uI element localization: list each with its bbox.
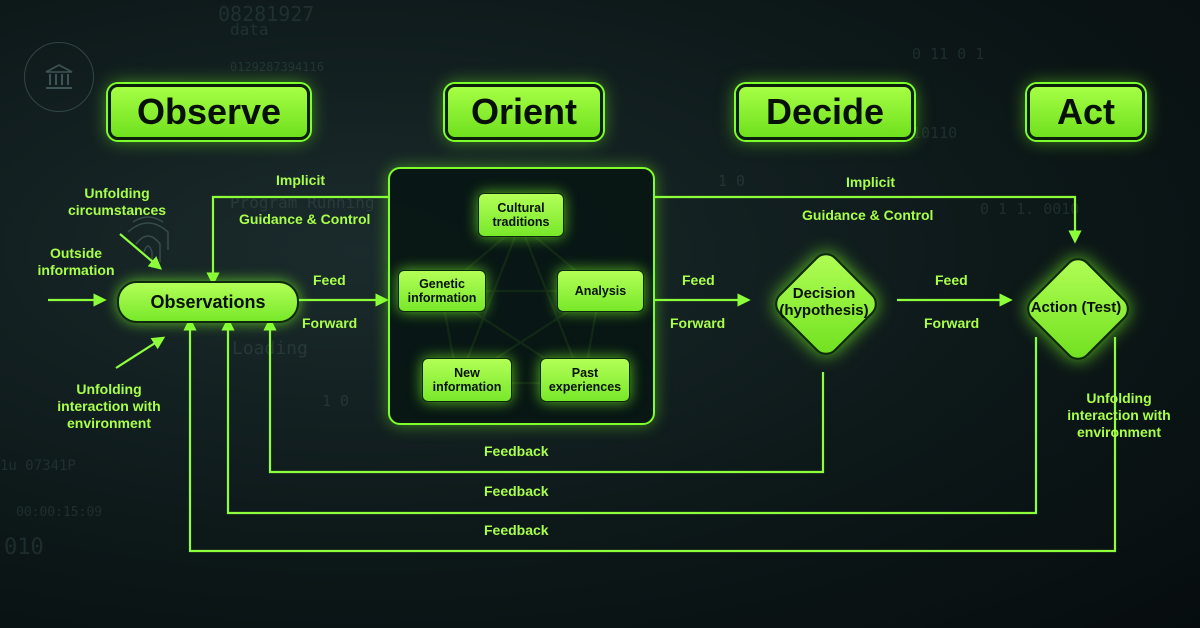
decision-label: Decision (hypothesis) xyxy=(779,285,869,319)
label-feedback-1: Feedback xyxy=(484,443,549,459)
label-outside-information: Outside information xyxy=(37,245,115,278)
background-digits: 010 xyxy=(4,535,44,560)
label-unfolding-circumstances: Unfolding circumstances xyxy=(67,185,167,218)
phase-observe: Observe xyxy=(108,84,310,140)
background-digits: 1 0 xyxy=(718,172,746,190)
orient-new-information: New information xyxy=(422,358,512,402)
implicit-guidance-left xyxy=(206,195,388,286)
phase-decide: Decide xyxy=(736,84,914,140)
background-digits: 08281927 xyxy=(218,2,315,26)
orient-cultural-traditions: Cultural traditions xyxy=(478,193,564,237)
action-node: Action (Test) xyxy=(1021,252,1135,366)
label-feedback-3: Feedback xyxy=(484,522,549,538)
label-guidance-right: Guidance & Control xyxy=(802,207,934,223)
feedback-loop-3 xyxy=(183,317,1117,553)
background-digits: 10110 xyxy=(912,124,958,142)
label-guidance-left: Guidance & Control xyxy=(239,211,371,227)
label-forward-2: Forward xyxy=(670,315,726,331)
orient-past-experiences: Past experiences xyxy=(540,358,630,402)
unfolding-interaction-arrow xyxy=(115,336,166,369)
label-implicit-left: Implicit xyxy=(276,172,326,188)
background-digits: 0129287394116 xyxy=(230,60,324,74)
unfolding-circumstances-arrow xyxy=(119,233,163,270)
action-label: Action (Test) xyxy=(1030,298,1122,316)
observations-node: Observations xyxy=(117,281,299,323)
background-digits: 0 1 1. 0010 xyxy=(980,200,1080,218)
label-forward-3: Forward xyxy=(924,315,980,331)
implicit-guidance-right xyxy=(655,195,1082,244)
orient-genetic-information: Genetic information xyxy=(398,270,486,312)
label-feedback-2: Feedback xyxy=(484,483,549,499)
label-implicit-right: Implicit xyxy=(846,174,896,190)
decision-node: Decision (hypothesis) xyxy=(769,247,883,361)
feedback-loop-1 xyxy=(263,317,825,474)
label-unfolding-interaction-right: Unfolding interaction with environment xyxy=(1067,390,1171,440)
label-unfolding-interaction-left: Unfolding interaction with environment xyxy=(57,381,161,431)
background-digits: data xyxy=(230,20,269,39)
phase-orient: Orient xyxy=(445,84,603,140)
feedback-loop-2 xyxy=(221,317,1038,515)
phase-act: Act xyxy=(1027,84,1145,140)
orient-analysis: Analysis xyxy=(557,270,644,312)
background-digits: 1u 07341P xyxy=(0,458,76,474)
label-feed-2: Feed xyxy=(682,272,715,288)
bank-icon xyxy=(24,42,94,112)
label-forward-1: Forward xyxy=(302,315,358,331)
label-feed-1: Feed xyxy=(313,272,346,288)
fingerprint-icon xyxy=(127,216,169,268)
background-digits: 1 0 xyxy=(322,392,350,410)
background-digits: 0 11 0 1 xyxy=(912,45,985,63)
background-digits: 00:00:15:09 xyxy=(16,505,103,520)
label-feed-3: Feed xyxy=(935,272,968,288)
